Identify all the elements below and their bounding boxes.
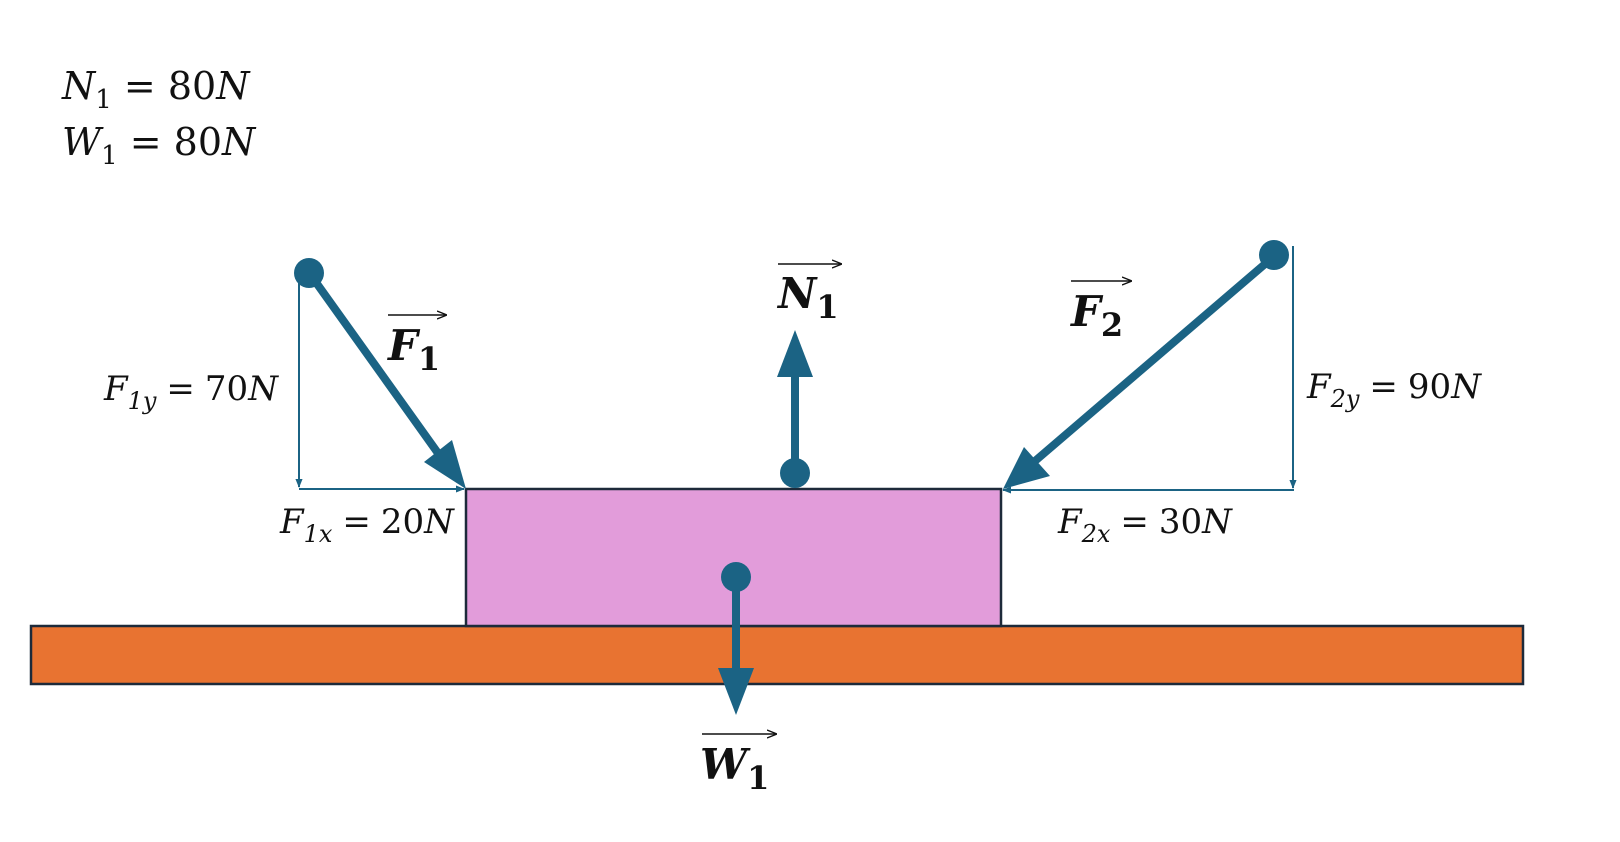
w1-label-sub: 1 [747, 759, 769, 797]
f1x-value: 20 [381, 502, 424, 542]
ground [29, 624, 1525, 686]
w1-arrow-head [718, 668, 754, 715]
f1x-symbol: F [279, 502, 305, 542]
w1-label-symbol: W [700, 740, 751, 789]
f2y-equals: = [1369, 367, 1398, 407]
n1-label-symbol: N [776, 269, 818, 318]
given-n1-symbol: N [62, 64, 96, 108]
label-f1: F1 [387, 315, 446, 378]
f2-arrow-head [1003, 447, 1050, 489]
f1y-sub: 1y [128, 387, 157, 415]
label-f2x: F2x =30N [1057, 502, 1233, 548]
f2y-value: 90 [1408, 367, 1451, 407]
label-f2y: F2y =90N [1306, 367, 1482, 413]
svg-text:W1: W1 [700, 740, 769, 797]
given-n1: N1 = 80N [62, 64, 249, 115]
given-w1-equals: = [129, 120, 162, 164]
f2y-unit: N [1450, 367, 1482, 407]
f2-label-sub: 2 [1101, 306, 1123, 344]
given-n1-value: 80 [167, 64, 217, 108]
label-f1x: F1x =20N [279, 502, 455, 548]
label-f1y: F1y =70N [103, 369, 279, 415]
given-w1-value: 80 [173, 120, 222, 164]
f2-arrow-shaft [1032, 254, 1275, 465]
f1-label-sub: 1 [418, 340, 440, 378]
svg-text:F2: F2 [1070, 287, 1123, 344]
f2x-symbol: F [1057, 502, 1083, 542]
svg-text:F1: F1 [387, 321, 440, 378]
n1-label-sub: 1 [816, 288, 838, 326]
svg-text:N1: N1 [776, 269, 839, 326]
f1-label-symbol: F [387, 321, 421, 370]
f2x-unit: N [1201, 502, 1233, 542]
f2x-value: 30 [1159, 502, 1202, 542]
f2y-symbol: F [1306, 367, 1332, 407]
f1-origin-dot [294, 258, 324, 288]
f1y-equals: = [166, 369, 195, 409]
f1-arrow-head [424, 440, 466, 489]
f2x-equals: = [1120, 502, 1149, 542]
given-n1-sub: 1 [95, 85, 112, 115]
w1-origin-dot [721, 562, 751, 592]
f2x-sub: 2x [1081, 520, 1111, 548]
label-w1: W1 [700, 734, 776, 797]
f1y-symbol: F [103, 369, 129, 409]
f2-label-symbol: F [1070, 287, 1104, 336]
given-n1-unit: N [216, 64, 250, 108]
label-n1: N1 [776, 264, 841, 326]
given-w1-symbol: W [62, 120, 102, 164]
f1x-equals: = [342, 502, 371, 542]
f1y-value: 70 [205, 369, 248, 409]
f2y-sub: 2y [1330, 385, 1360, 413]
f1y-unit: N [247, 369, 279, 409]
f2-origin-dot [1259, 240, 1289, 270]
given-n1-equals: = [123, 64, 156, 108]
given-w1: W1 = 80N [62, 120, 255, 171]
f1x-unit: N [423, 502, 455, 542]
f1-arrow-shaft [306, 271, 444, 459]
given-w1-sub: 1 [101, 141, 118, 171]
n1-arrow-head [777, 330, 813, 377]
n1-origin-dot [780, 458, 810, 488]
label-f2: F2 [1070, 281, 1131, 344]
f1x-sub: 1x [304, 520, 333, 548]
given-w1-unit: N [222, 120, 256, 164]
